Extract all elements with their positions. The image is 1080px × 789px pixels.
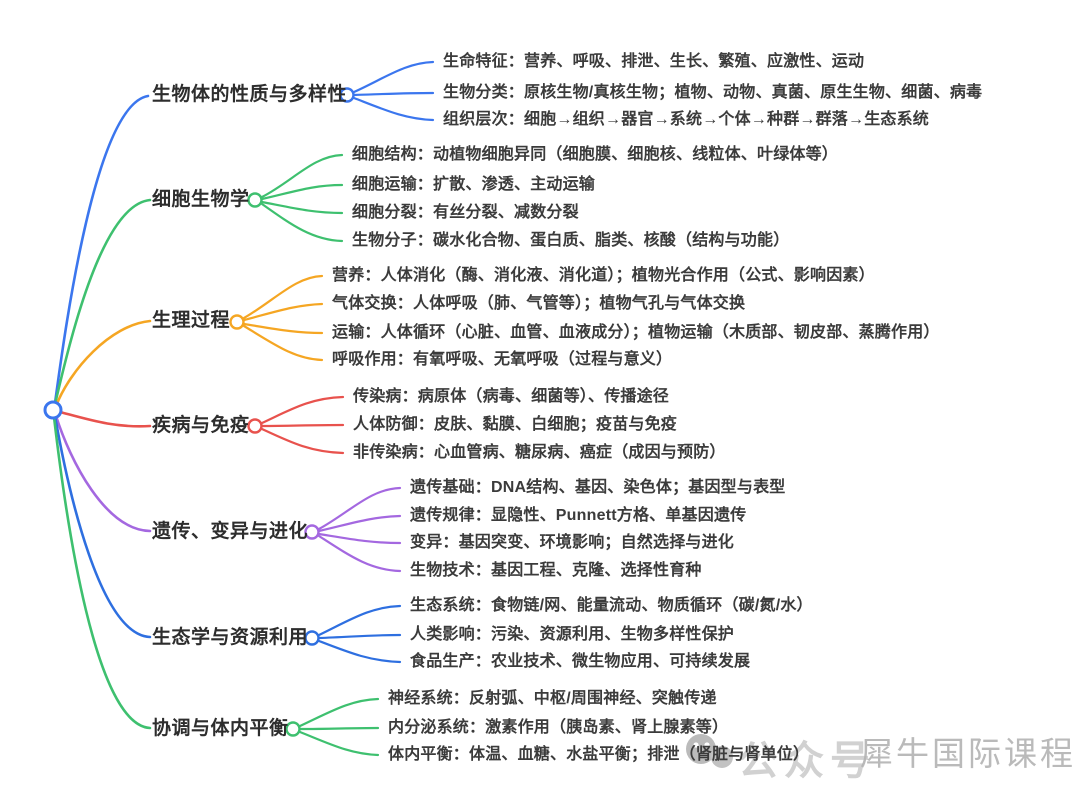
child-topic: 生物技术：基因工程、克隆、选择性育种 — [410, 562, 702, 579]
child-topic: 食品生产：农业技术、微生物应用、可持续发展 — [410, 653, 751, 670]
branch-label-organisms-diversity: 生物体的性质与多样性 — [152, 84, 348, 105]
child-curve — [260, 202, 344, 243]
child-topic: 生物分类：原核生物/真核生物；植物、动物、真菌、原生生物、细菌、病毒 — [443, 84, 983, 101]
child-curve — [317, 486, 402, 531]
child-topic: 运输：人体循环（心脏、血管、血液成分）；植物运输（木质部、韧皮部、蒸腾作用） — [332, 324, 940, 341]
branch-label-ecology-resources: 生态学与资源利用 — [152, 627, 309, 648]
root-branch-curve — [54, 414, 152, 533]
child-topic: 生态系统：食物链/网、能量流动、物质循环（碳/氮/水） — [410, 597, 813, 614]
child-topic: 人类影响：污染、资源利用、生物多样性保护 — [410, 626, 735, 643]
child-curve — [298, 730, 380, 757]
child-curve — [242, 274, 324, 320]
child-curve — [317, 639, 402, 664]
branch-node — [285, 721, 301, 737]
child-curve — [260, 183, 344, 201]
child-curve — [352, 91, 435, 97]
child-topic: 遗传规律：显隐性、Punnett方格、单基因遗传 — [410, 507, 747, 524]
child-topic: 神经系统：反射弧、中枢/周围神经、突触传递 — [388, 690, 717, 707]
child-curve — [317, 604, 402, 637]
watermark-prefix: 公众号 — [738, 739, 876, 783]
child-topic: 内分泌系统：激素作用（胰岛素、肾上腺素等） — [388, 719, 729, 736]
child-curve — [317, 532, 402, 545]
root-branch-curve — [58, 410, 152, 428]
branch-label-disease-immunity: 疾病与免疫 — [152, 415, 250, 436]
child-topic: 气体交换：人体呼吸（肺、气管等）；植物气孔与气体交换 — [332, 295, 746, 312]
root-branch-curve — [54, 319, 152, 408]
root-branch-curve — [53, 414, 152, 639]
child-curve — [260, 427, 345, 455]
child-topic: 传染病：病原体（病毒、细菌等）、传播途径 — [353, 388, 670, 405]
child-curve — [242, 322, 324, 335]
branch-label-genetics-evolution: 遗传、变异与进化 — [152, 521, 309, 542]
branch-node — [229, 314, 245, 330]
root-branch-curve — [53, 198, 152, 406]
child-curve — [352, 96, 435, 122]
child-curve — [298, 726, 380, 731]
child-topic: 体内平衡：体温、血糖、水盐平衡；排泄（肾脏与肾单位） — [388, 746, 810, 763]
child-curve — [260, 200, 344, 215]
child-curve — [242, 324, 324, 362]
child-topic: 变异：基因突变、环境影响；自然选择与进化 — [410, 534, 735, 551]
root-branch-curve — [53, 94, 150, 405]
child-curve — [298, 697, 380, 728]
branch-node — [339, 87, 355, 103]
child-topic: 细胞运输：扩散、渗透、主动运输 — [352, 176, 596, 193]
child-curve — [317, 514, 402, 533]
child-topic: 生命特征：营养、呼吸、排泄、生长、繁殖、应激性、运动 — [443, 53, 865, 70]
branch-label-physiology: 生理过程 — [152, 310, 231, 331]
child-curve — [242, 302, 324, 322]
child-topic: 组织层次：细胞→组织→器官→系统→个体→种群→群落→生态系统 — [443, 111, 930, 128]
watermark-name: 犀牛国际课程 — [860, 735, 1076, 772]
root-branch-curve — [52, 415, 152, 730]
child-curve — [260, 395, 345, 425]
child-topic: 非传染病：心血管病、糖尿病、癌症（成因与预防） — [353, 444, 726, 461]
child-topic: 生物分子：碳水化合物、蛋白质、脂类、核酸（结构与功能） — [352, 232, 790, 249]
child-topic: 细胞结构：动植物细胞异同（细胞膜、细胞核、线粒体、叶绿体等） — [352, 146, 839, 163]
child-curve — [317, 534, 402, 573]
branch-node — [247, 192, 263, 208]
child-curve — [260, 423, 345, 428]
branch-node — [247, 418, 263, 434]
child-topic: 营养：人体消化（酶、消化液、消化道）；植物光合作用（公式、影响因素） — [332, 267, 875, 284]
branch-node — [304, 630, 320, 646]
child-topic: 细胞分裂：有丝分裂、减数分裂 — [352, 204, 579, 221]
child-curve — [317, 633, 402, 640]
child-topic: 遗传基础：DNA结构、基因、染色体；基因型与表型 — [410, 479, 786, 496]
root-node — [43, 400, 63, 420]
child-topic: 人体防御：皮肤、黏膜、白细胞；疫苗与免疫 — [353, 416, 678, 433]
child-topic: 呼吸作用：有氧呼吸、无氧呼吸（过程与意义） — [332, 351, 673, 368]
child-curve — [352, 60, 435, 94]
branch-label-coordination-homeostasis: 协调与体内平衡 — [152, 718, 289, 739]
branch-label-cell-biology: 细胞生物学 — [152, 189, 250, 210]
watermark-logo-icon — [686, 734, 733, 768]
child-curve — [260, 153, 344, 199]
branch-node — [304, 524, 320, 540]
